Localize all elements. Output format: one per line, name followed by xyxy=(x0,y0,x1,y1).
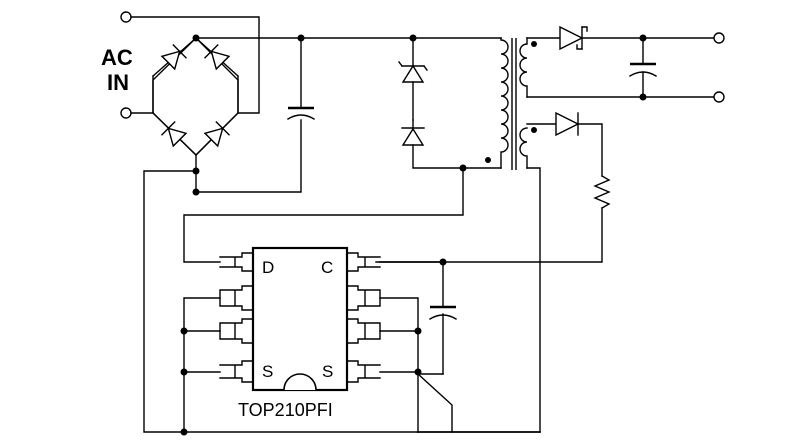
bias-diode-icon xyxy=(555,111,580,137)
ic-part-number: TOP210PFI xyxy=(238,400,333,420)
bridge-diode-ll xyxy=(160,120,188,148)
bridge-rectifier-icon xyxy=(152,34,239,196)
clamp-zener-icon xyxy=(398,37,428,121)
pin-label-source-right: S xyxy=(322,362,333,381)
bridge-diode-ul xyxy=(160,43,188,71)
bias-resistor-icon xyxy=(593,175,611,209)
ac-input-terminal-top[interactable] xyxy=(120,11,132,23)
ac-in-label-line1: AC xyxy=(101,45,133,70)
ac-input-terminal-bottom[interactable] xyxy=(120,107,132,119)
ic-package-icon: D C S S xyxy=(219,246,381,392)
control-capacitor-icon xyxy=(429,261,457,375)
output-capacitor-icon xyxy=(629,37,657,98)
dc-output-terminal-return[interactable] xyxy=(713,91,725,103)
bridge-diode-lr xyxy=(203,120,231,148)
pin-label-control: C xyxy=(321,258,333,277)
ac-input: AC IN xyxy=(101,11,260,119)
pin-label-source-left: S xyxy=(262,362,273,381)
ac-in-label-line2: IN xyxy=(107,70,129,95)
transformer-icon xyxy=(485,37,537,170)
dc-output-terminal-positive[interactable] xyxy=(713,32,725,44)
bulk-capacitor-icon xyxy=(287,37,315,120)
pin-label-drain: D xyxy=(262,258,274,277)
clamp-diode-icon xyxy=(401,119,502,169)
bridge-diode-ur xyxy=(203,43,231,71)
